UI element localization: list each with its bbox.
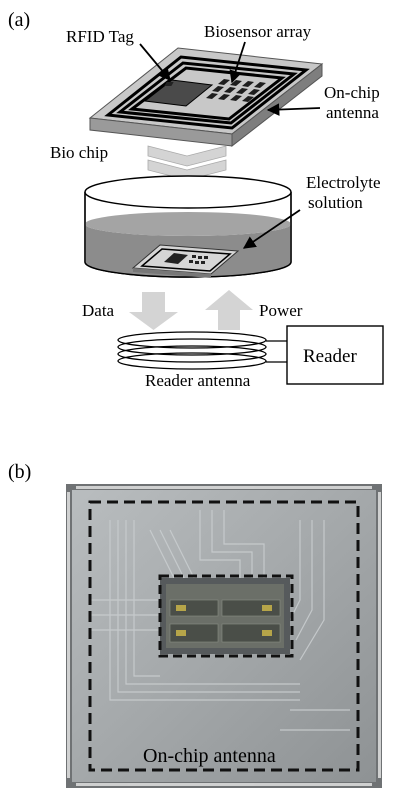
reader-antenna-label: Reader antenna: [145, 371, 251, 390]
die-photo: [66, 484, 382, 788]
bio-chip-label: Bio chip: [50, 143, 109, 162]
bio-chip: [88, 47, 324, 148]
panel-b-label: (b): [8, 461, 32, 483]
submerged-chip: [131, 244, 240, 278]
rfid-pointer-arrow: [139, 43, 171, 81]
electrolyte-label-line2: solution: [308, 193, 363, 212]
reader-label: Reader: [303, 346, 357, 367]
biosensor-array: [164, 82, 174, 86]
down-chevrons: [147, 145, 227, 181]
antenna-pointer-arrow: [266, 103, 321, 116]
electrolyte-label-line1: Electrolyte: [306, 173, 381, 192]
reader-antenna-coil: [117, 331, 267, 370]
panel-a-label: (a): [8, 9, 31, 31]
power-label: Power: [259, 301, 303, 320]
core-dashed-outline: [158, 574, 294, 658]
data-arrow: [129, 292, 178, 330]
biosensor-pointer-arrow: [229, 41, 246, 84]
antenna-dashed-outline: [88, 500, 360, 772]
data-label: Data: [82, 301, 115, 320]
power-arrow: [205, 290, 253, 330]
biosensor-pads: [206, 79, 266, 102]
biosensor-array-label: Biosensor array: [204, 22, 312, 41]
rfid-tag-block: [143, 79, 214, 107]
on-chip-antenna-label-line2: antenna: [326, 103, 379, 122]
electrolyte-pointer-arrow: [242, 209, 301, 249]
rfid-tag-label: RFID Tag: [66, 27, 134, 46]
reader-box: [286, 325, 384, 385]
on-chip-antenna-label-line1: On-chip: [324, 83, 380, 102]
die-on-chip-antenna-label: On-chip antenna: [143, 745, 276, 767]
